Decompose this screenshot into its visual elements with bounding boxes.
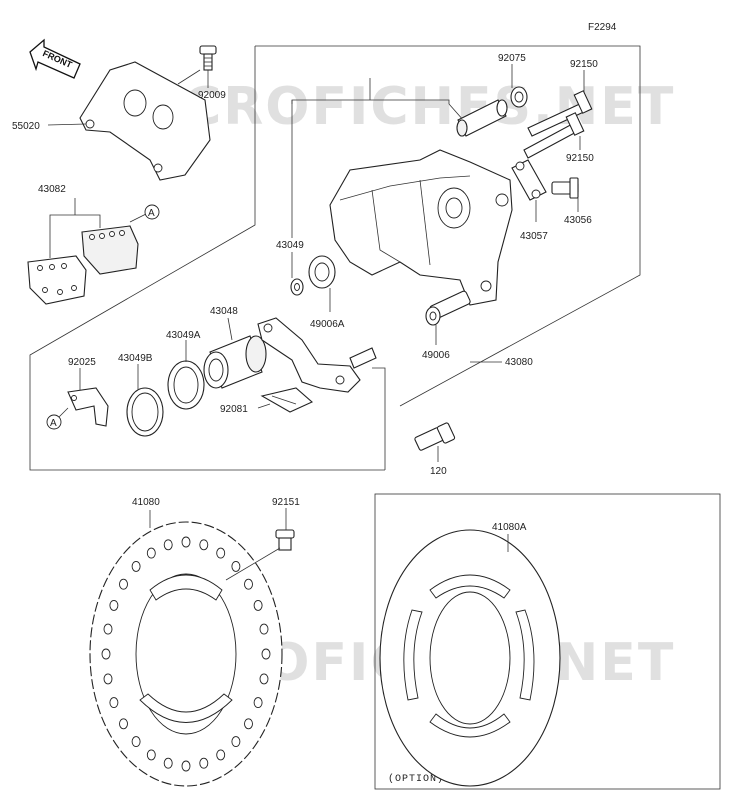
svg-text:A: A	[148, 208, 155, 219]
disc-vent-hole	[244, 718, 253, 730]
callout-43049B: 43049B	[118, 353, 153, 364]
disc-vent-hole	[119, 578, 128, 590]
disc-vent-hole	[131, 560, 141, 572]
callout-43057: 43057	[520, 231, 548, 242]
disc-vent-hole	[163, 539, 173, 551]
assembly-frame-left	[29, 46, 385, 471]
caliper-body	[329, 149, 513, 306]
front-arrow-icon: FRONT	[29, 38, 81, 79]
ref-circle-a-top	[144, 204, 160, 220]
boot-92075	[510, 86, 528, 108]
ref-circle-a-bottom	[46, 414, 62, 430]
disc-vent-hole	[181, 536, 191, 548]
clip-92025	[67, 387, 109, 427]
disc-vent-hole	[216, 749, 226, 761]
disc-vent-hole	[181, 760, 191, 772]
disc-vent-hole	[244, 578, 253, 590]
disc-vent-hole	[131, 736, 141, 748]
disc-vent-hole	[163, 757, 173, 769]
disc-vent-hole	[199, 757, 209, 769]
brake-disc-41080	[89, 521, 283, 787]
callout-55020: 55020	[12, 121, 40, 132]
pad-pin-92150-lower	[523, 112, 585, 159]
spring-43057	[511, 159, 547, 201]
disc-vent-hole	[101, 648, 111, 660]
seal-43049B	[126, 387, 164, 437]
disc-vent-hole	[146, 749, 156, 761]
callout-92150-lower: 92150	[566, 153, 594, 164]
disc-vent-hole	[109, 599, 119, 611]
disc-vent-hole	[253, 599, 263, 611]
pad-pin-92150-upper	[527, 90, 593, 137]
callout-120: 120	[430, 466, 447, 477]
disc-vent-hole	[103, 673, 113, 685]
disc-vent-hole	[199, 539, 209, 551]
callout-43048: 43048	[210, 306, 238, 317]
disc-vent-hole	[119, 718, 128, 730]
callout-43049: 43049	[276, 240, 304, 251]
callout-92075: 92075	[498, 53, 526, 64]
disc-vent-hole	[216, 547, 226, 559]
callout-49006: 49006	[422, 350, 450, 361]
disc-vent-hole	[261, 648, 271, 660]
disc-vent-hole	[103, 623, 113, 635]
callout-41080A: 41080A	[492, 522, 527, 533]
seal-43049A	[167, 360, 205, 410]
bolt-92009	[199, 45, 217, 71]
disc-vent-hole	[259, 623, 269, 635]
callout-92081: 92081	[220, 404, 248, 415]
disc-vent-hole	[109, 697, 119, 709]
callout-43056: 43056	[564, 215, 592, 226]
disc-vent-hole	[231, 736, 241, 748]
disc-vent-hole	[146, 547, 156, 559]
assembly-frame-inner	[372, 367, 386, 470]
disc-vent-hole	[253, 697, 263, 709]
brake-disc-41080A	[379, 529, 561, 787]
option-label: (OPTION)	[388, 773, 444, 785]
slide-pin	[456, 99, 508, 137]
callout-92150-upper: 92150	[570, 59, 598, 70]
piston-43048	[203, 335, 267, 389]
brake-pad-front	[81, 225, 139, 275]
callout-92025: 92025	[68, 357, 96, 368]
callout-41080: 41080	[132, 497, 160, 508]
callout-92009: 92009	[198, 90, 226, 101]
callout-49006A: 49006A	[310, 319, 345, 330]
callout-92151: 92151	[272, 497, 300, 508]
callout-43080: 43080	[505, 357, 533, 368]
callout-43049A: 43049A	[166, 330, 201, 341]
callout-43082: 43082	[38, 184, 66, 195]
bleeder-valve-43056	[551, 177, 579, 199]
spring-92081	[260, 387, 314, 413]
bracket-plate-55020	[79, 61, 211, 181]
caliper-bracket-arm	[257, 317, 377, 393]
option-box	[374, 493, 721, 790]
figure-code: F2294	[588, 22, 617, 33]
seal-49006A	[308, 255, 336, 289]
assembly-frame-right	[255, 45, 641, 407]
bolt-120	[414, 422, 456, 451]
disc-vent-hole	[259, 673, 269, 685]
svg-text:A: A	[50, 418, 57, 429]
brake-pad-rear	[27, 255, 87, 305]
bolt-92151	[275, 529, 295, 551]
disc-vent-hole	[231, 560, 241, 572]
bolt-49006	[425, 290, 471, 326]
